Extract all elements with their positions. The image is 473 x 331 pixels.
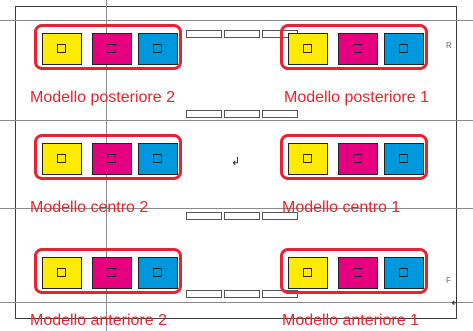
patch-center-square <box>353 44 362 53</box>
cyan-patch <box>384 257 424 289</box>
pattern-front-1-label: Modello anteriore 1 <box>282 312 419 329</box>
guide-line-top <box>0 20 473 21</box>
cyan-patch <box>138 143 178 175</box>
patch-center-square <box>153 44 162 53</box>
magenta-patch <box>338 33 378 65</box>
patch-center-square <box>107 154 116 163</box>
magenta-patch <box>92 33 132 65</box>
guide-line-lower <box>0 208 473 209</box>
cyan-patch <box>384 33 424 65</box>
corner-mark: ↲ <box>450 296 460 308</box>
side-letter-r: R <box>446 41 452 50</box>
patch-center-square <box>57 154 66 163</box>
patch-center-square <box>153 268 162 277</box>
pattern-rear-2-label: Modello posteriore 2 <box>30 89 175 106</box>
guide-line-upper <box>0 120 473 121</box>
patch-center-square <box>107 268 116 277</box>
alignment-slots-upper <box>186 110 300 118</box>
guide-line-bottom <box>0 302 473 303</box>
magenta-patch <box>338 143 378 175</box>
patch-center-square <box>303 154 312 163</box>
patch-center-square <box>303 268 312 277</box>
cyan-patch <box>384 143 424 175</box>
patch-center-square <box>107 44 116 53</box>
cyan-patch <box>138 257 178 289</box>
alignment-slots-bottom <box>186 290 300 298</box>
pattern-front-2-label: Modello anteriore 2 <box>30 312 167 329</box>
sheet-frame <box>15 6 457 319</box>
patch-center-square <box>303 44 312 53</box>
pattern-center-1-label: Modello centro 1 <box>282 199 401 216</box>
patch-center-square <box>399 44 408 53</box>
yellow-patch <box>42 33 82 65</box>
magenta-patch <box>92 257 132 289</box>
yellow-patch <box>42 257 82 289</box>
pattern-front-2-box <box>34 248 182 294</box>
side-letter-f: F <box>446 276 451 285</box>
pattern-center-2-box <box>34 134 182 180</box>
yellow-patch <box>42 143 82 175</box>
pattern-center-1-box <box>280 134 428 180</box>
patch-center-square <box>57 44 66 53</box>
magenta-patch <box>92 143 132 175</box>
pattern-center-2-label: Modello centro 2 <box>30 199 149 216</box>
patch-center-square <box>353 268 362 277</box>
pattern-rear-1-box <box>280 24 428 70</box>
yellow-patch <box>288 257 328 289</box>
center-mark: ↲ <box>231 156 241 168</box>
cyan-patch <box>138 33 178 65</box>
patch-center-square <box>57 268 66 277</box>
pattern-front-1-box <box>280 248 428 294</box>
patch-center-square <box>353 154 362 163</box>
patch-center-square <box>399 154 408 163</box>
yellow-patch <box>288 143 328 175</box>
pattern-rear-1-label: Modello posteriore 1 <box>284 89 429 106</box>
patch-center-square <box>399 268 408 277</box>
pattern-rear-2-box <box>34 24 182 70</box>
patch-center-square <box>153 154 162 163</box>
alignment-slots-middle <box>186 212 300 220</box>
yellow-patch <box>288 33 328 65</box>
magenta-patch <box>338 257 378 289</box>
